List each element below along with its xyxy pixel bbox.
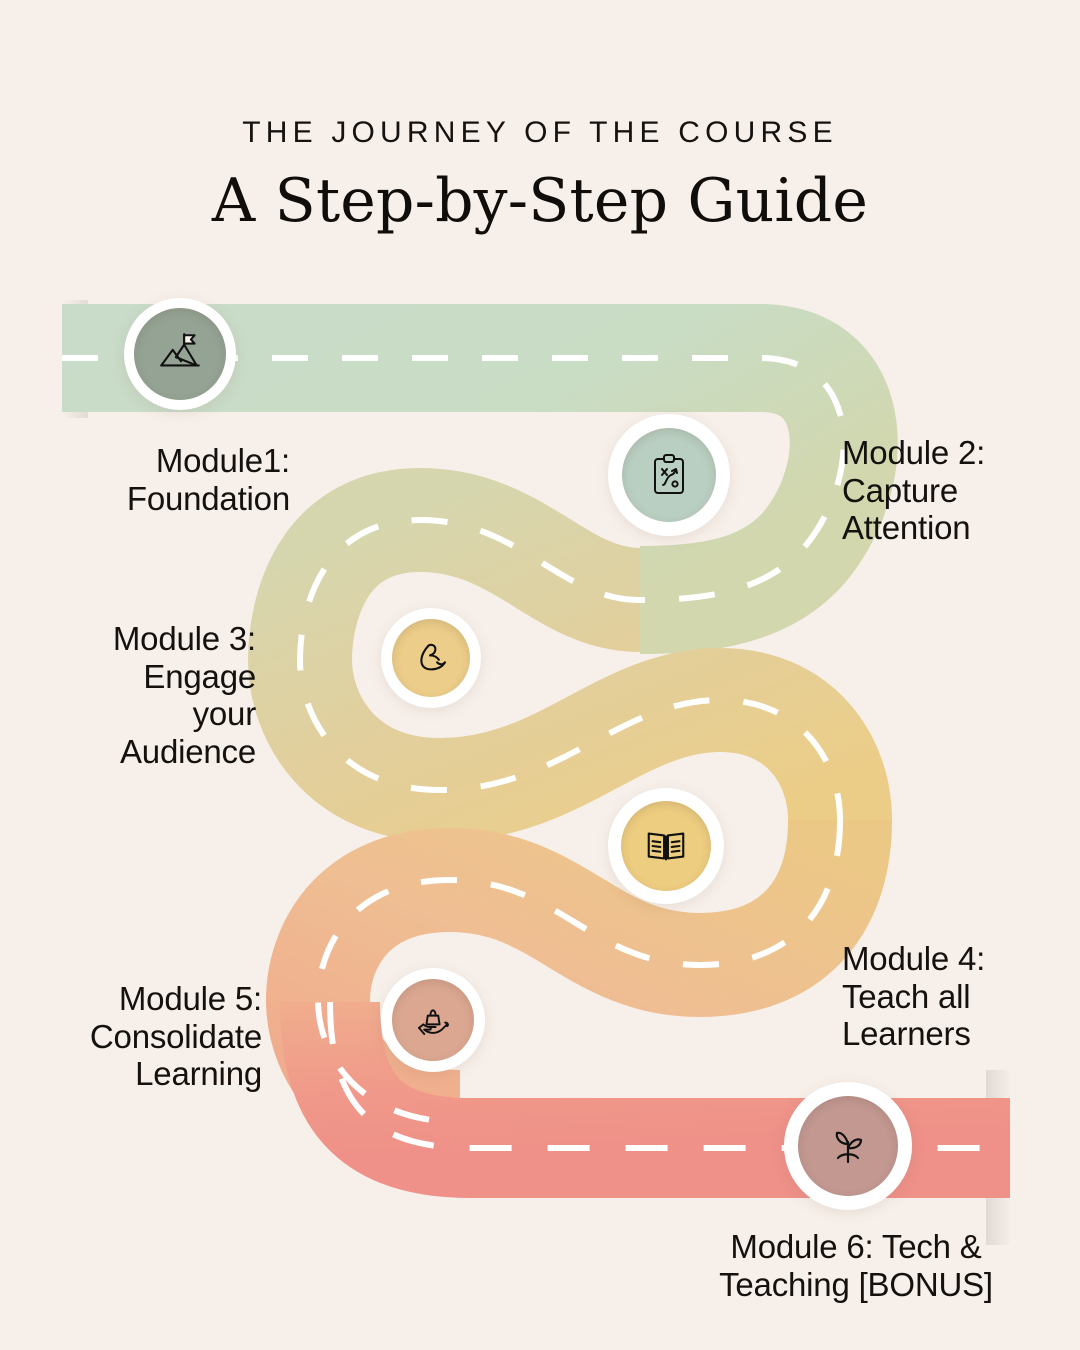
module-node-5[interactable] xyxy=(381,968,485,1072)
page-title: A Step-by-Step Guide xyxy=(211,166,869,236)
module-label-6: Module 6: Tech & Teaching [BONUS] xyxy=(719,1228,993,1303)
clipboard-strategy-icon xyxy=(645,451,693,499)
open-book-icon xyxy=(643,823,689,869)
flexed-bicep-icon xyxy=(410,637,452,679)
module-node-3[interactable] xyxy=(381,608,481,708)
module-circle-2 xyxy=(622,428,716,522)
module-circle-3 xyxy=(392,619,470,697)
eyebrow-title: THE JOURNEY OF THE COURSE xyxy=(242,116,838,149)
module-label-4: Module 4: Teach all Learners xyxy=(842,940,986,1053)
hand-holding-bag-icon xyxy=(412,999,454,1041)
module-label-3: Module 3: Engage your Audience xyxy=(112,620,256,770)
road-dashed-centerline xyxy=(62,355,1010,1151)
mountain-flag-icon xyxy=(155,329,205,379)
sprout-icon xyxy=(824,1122,872,1170)
module-node-2[interactable] xyxy=(608,414,730,536)
module-label-1: Module1: Foundation xyxy=(126,442,290,517)
module-circle-4 xyxy=(621,801,711,891)
module-circle-6 xyxy=(798,1096,898,1196)
module-node-6[interactable] xyxy=(784,1082,912,1210)
module-circle-1 xyxy=(134,308,226,400)
module-node-4[interactable] xyxy=(608,788,724,904)
road-segment-2 xyxy=(247,467,892,843)
module-label-2: Module 2: Capture Attention xyxy=(842,434,986,547)
module-circle-5 xyxy=(392,979,474,1061)
module-node-1[interactable] xyxy=(124,298,236,410)
module-label-5: Module 5: Consolidate Learning xyxy=(89,980,262,1093)
header: THE JOURNEY OF THE COURSE A Step-by-Step… xyxy=(0,0,1080,233)
